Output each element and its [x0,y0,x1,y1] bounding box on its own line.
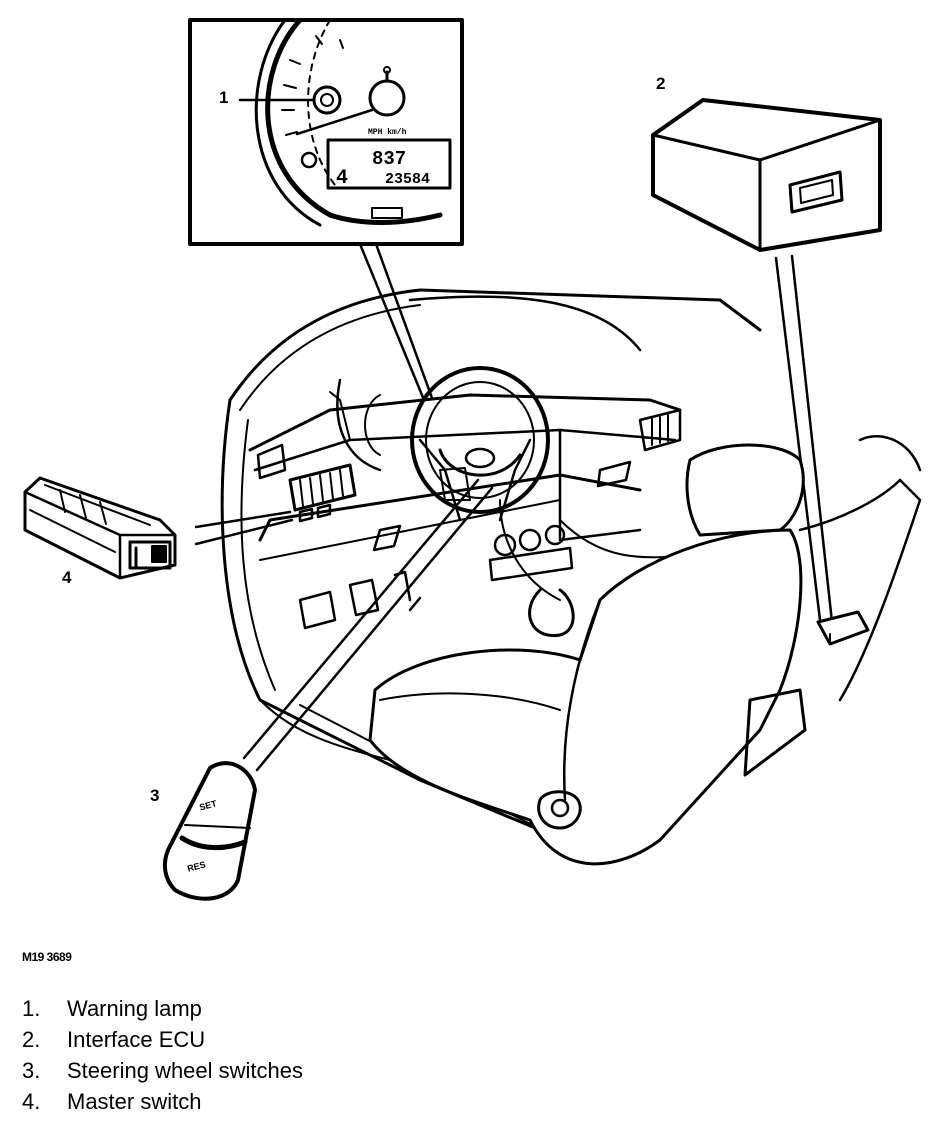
legend-item: 1. Warning lamp [22,996,303,1027]
lcd-gear-readout: 4 [336,167,348,190]
odometer-lcd [326,138,452,190]
steering-wheel [410,366,550,514]
legend-label: Warning lamp [67,996,202,1021]
legend-label: Master switch [67,1089,202,1114]
master-switch-drawing [23,476,294,580]
gauge-unit-label: MPH km/h [368,128,407,137]
callout-1: 1 [219,88,229,107]
legend-number: 3. [22,1058,41,1083]
legend-item: 2. Interface ECU [22,1027,303,1058]
lcd-odometer-readout: 23584 [385,171,430,188]
component-legend: 1. Warning lamp 2. Interface ECU 3. Steerin… [22,996,303,1120]
vehicle-interior-drawing [220,288,922,866]
interface-ecu-drawing [651,98,882,646]
figure-reference-code: M19 3689 [22,950,72,964]
instrument-cluster-inset: MPH km/h 837 4 23584 [188,18,464,402]
legend-number: 1. [22,996,41,1021]
steering-wheel-switches-drawing: SET RES [162,478,494,901]
legend-number: 4. [22,1089,41,1114]
legend-number: 2. [22,1027,41,1052]
legend-item: 4. Master switch [22,1089,303,1120]
warning-lamp-icon [312,85,342,115]
callout-3: 3 [150,786,160,805]
callout-2: 2 [656,74,666,93]
legend-item: 3. Steering wheel switches [22,1058,303,1089]
lcd-top-readout: 837 [372,148,406,170]
callout-4: 4 [62,568,72,587]
legend-label: Steering wheel switches [67,1058,304,1083]
driver-seat [368,528,803,866]
res-switch-label: RES [186,859,206,873]
set-switch-label: SET [198,798,218,812]
legend-label: Interface ECU [67,1027,206,1052]
